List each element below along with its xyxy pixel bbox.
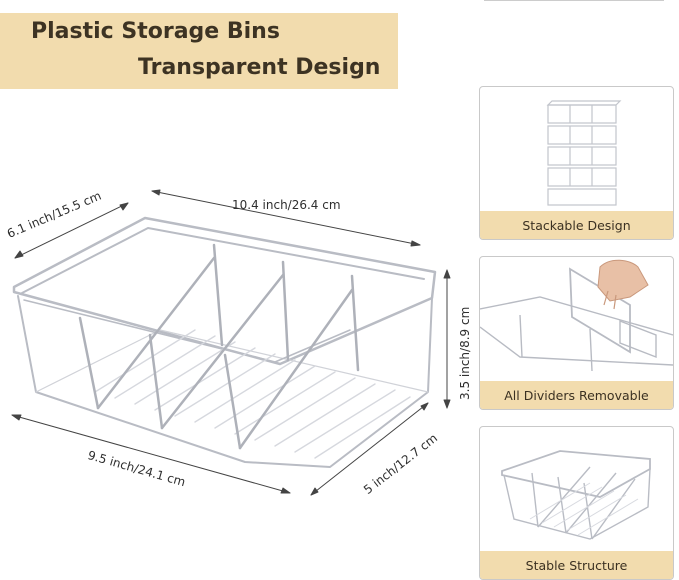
- bin-outline: [12, 216, 437, 468]
- title-line-1: Plastic Storage Bins: [31, 19, 280, 44]
- floor-ribs: [94, 329, 411, 459]
- dimension-lines: [11, 189, 451, 496]
- main-bin-illustration: [11, 189, 451, 496]
- title-banner: Plastic Storage Bins Transparent Design: [0, 13, 398, 89]
- title-line-2: Transparent Design: [138, 55, 381, 80]
- hand-icon: [597, 259, 649, 310]
- removable-divider-image: [480, 259, 673, 372]
- height-label: 3.5 inch/8.9 cm: [458, 306, 472, 400]
- feature-caption-stackable: Stackable Design: [480, 211, 673, 239]
- stable-bin-image: [501, 450, 651, 540]
- top-divider: [484, 0, 664, 1]
- feature-card-stackable: Stackable Design: [479, 86, 674, 240]
- feature-caption-stable: Stable Structure: [480, 551, 673, 579]
- feature-card-stable: Stable Structure: [479, 426, 674, 580]
- stacked-bins-image: [546, 100, 622, 206]
- width-top-label: 10.4 inch/26.4 cm: [232, 198, 341, 212]
- feature-caption-dividers: All Dividers Removable: [480, 381, 673, 409]
- dividers: [78, 243, 360, 450]
- feature-card-dividers: All Dividers Removable: [479, 256, 674, 410]
